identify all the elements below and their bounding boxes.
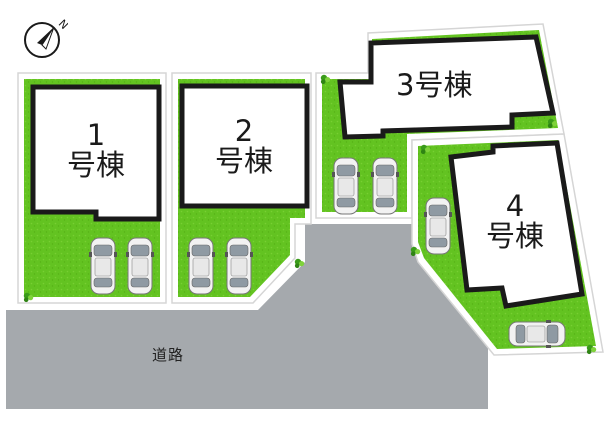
house-1-footprint <box>30 84 162 222</box>
house-2-footprint <box>179 83 310 209</box>
house-4-footprint <box>448 140 585 309</box>
car-1a <box>88 237 118 295</box>
car-2b <box>224 237 254 295</box>
road-label: 道路 <box>152 346 185 364</box>
house-3-number: 3 <box>396 68 415 102</box>
house-4-label: 4 号棟 <box>485 191 545 252</box>
car-1b <box>125 237 155 295</box>
house-1-kind: 号棟 <box>66 148 125 183</box>
car-3b <box>370 157 400 215</box>
house-3-label: 3号棟 <box>396 70 472 100</box>
house-2-number: 2 <box>234 114 254 148</box>
car-4b <box>508 319 566 349</box>
car-2a <box>186 237 216 295</box>
house-1-label: 1 号棟 <box>66 120 126 181</box>
car-4a <box>423 197 453 255</box>
road-area <box>6 224 488 409</box>
compass-letter: N <box>56 17 68 32</box>
house-1-number: 1 <box>86 118 106 152</box>
car-3a <box>331 157 361 215</box>
house-3-kind: 号棟 <box>414 68 473 102</box>
house-3-footprint <box>337 34 557 140</box>
house-2-kind: 号棟 <box>214 144 273 179</box>
house-4-number: 4 <box>505 189 525 223</box>
house-2-label: 2 号棟 <box>213 116 275 177</box>
north-arrow-icon: N <box>24 17 68 58</box>
house-4-kind: 号棟 <box>485 219 544 254</box>
